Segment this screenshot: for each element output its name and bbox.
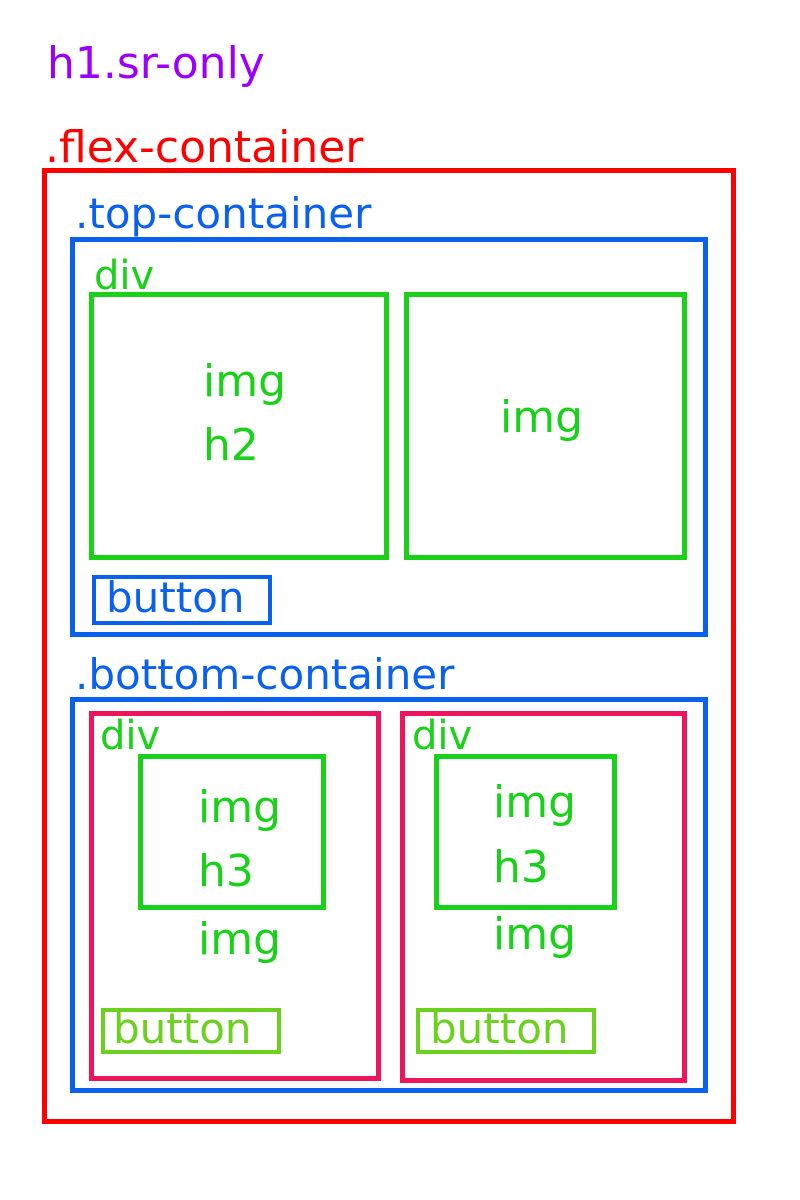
bottom-right-button-label: button: [430, 1004, 569, 1053]
bottom-right-div-label: div: [412, 713, 473, 759]
top-left-div-box: [89, 292, 389, 560]
bottom-left-button-box: [101, 1008, 281, 1054]
bottom-right-div-box: [400, 711, 687, 1083]
bottom-left-div-label: div: [100, 713, 161, 759]
top-right-img-box: [404, 292, 687, 560]
bottom-right-button-box: [416, 1008, 596, 1054]
top-right-img-label: img: [500, 392, 584, 443]
top-left-img-label: img: [203, 356, 287, 407]
bottom-left-h3-label: h3: [198, 846, 254, 897]
h1-sr-only-label: h1.sr-only: [47, 38, 265, 89]
bottom-right-img2-label: img: [493, 909, 577, 960]
bottom-left-inner-box: [138, 754, 326, 910]
top-container-box: [70, 237, 708, 637]
bottom-container-label: .bottom-container: [75, 650, 455, 699]
bottom-left-button-label: button: [113, 1004, 252, 1053]
flex-container-label: .flex-container: [45, 122, 364, 173]
flex-container-box: [42, 168, 736, 1124]
top-container-label: .top-container: [75, 189, 372, 238]
bottom-right-h3-label: h3: [493, 842, 549, 893]
top-div-label: div: [94, 253, 155, 299]
top-button-box: [92, 575, 272, 625]
bottom-left-div-box: [89, 711, 381, 1081]
bottom-right-img-label: img: [493, 777, 577, 828]
top-left-h2-label: h2: [203, 420, 259, 471]
top-button-label: button: [106, 573, 245, 622]
bottom-container-box: [70, 697, 708, 1093]
bottom-right-inner-box: [434, 754, 617, 910]
bottom-left-img-label: img: [198, 782, 282, 833]
bottom-left-img2-label: img: [198, 914, 282, 965]
